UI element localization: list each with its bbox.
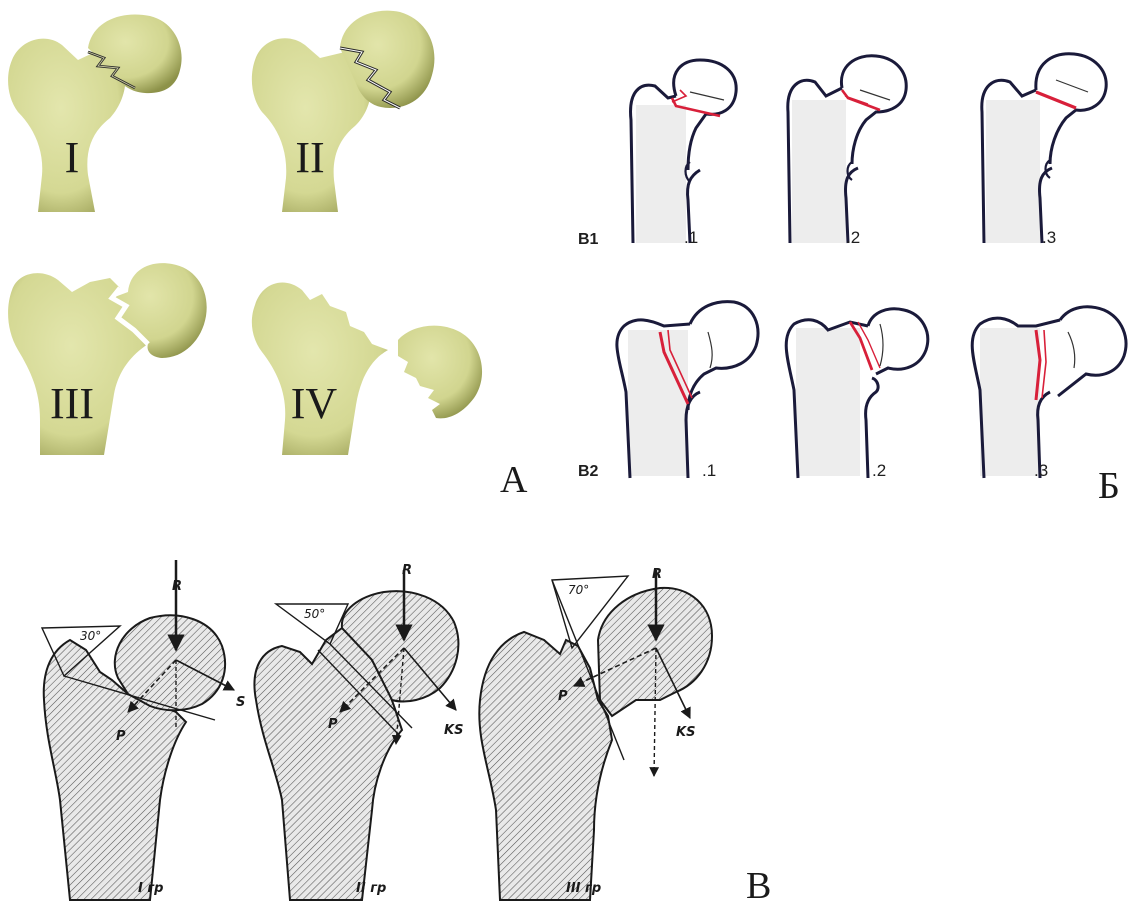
garden-type-2: II	[252, 11, 435, 212]
pauwels-group-1: 30° R P S I гр	[42, 560, 245, 900]
group-caption: III гр	[566, 881, 601, 896]
row-label-b2: B2	[578, 463, 599, 480]
panel-c-letter: В	[746, 865, 771, 907]
force-s-label: S	[236, 695, 245, 710]
type-label: IV	[291, 379, 338, 428]
subtype-label: .3	[1042, 228, 1056, 247]
b2-item-3: .3	[972, 307, 1126, 480]
angle-label: 70°	[568, 583, 589, 597]
force-r-label: R	[652, 567, 662, 582]
subtype-label: .2	[872, 461, 886, 480]
row-label-b1: B1	[578, 231, 599, 248]
garden-type-1: I	[8, 14, 182, 212]
panel-b-letter: Б	[1098, 465, 1120, 507]
subtype-label: .2	[846, 228, 860, 247]
b1-item-1: .1	[631, 60, 737, 247]
subtype-label: .1	[702, 461, 716, 480]
panel-a: I II III IV А	[8, 11, 528, 501]
garden-type-4: IV	[252, 283, 482, 455]
panel-b: .1 .2 .3 B1	[578, 54, 1126, 507]
panel-c: 30° R P S I гр 50° R P KS II гр	[42, 560, 771, 907]
force-r-label: R	[402, 563, 412, 578]
b2-item-1: .1	[617, 302, 758, 480]
type-label: III	[50, 379, 94, 428]
b1-item-2: .2	[788, 56, 906, 247]
angle-label: 30°	[80, 629, 101, 643]
force-p-label: P	[558, 689, 568, 704]
force-p-label: P	[328, 717, 338, 732]
pauwels-group-2: 50° R P KS II гр	[254, 563, 463, 900]
femoral-head	[398, 326, 482, 419]
type-label: II	[295, 133, 324, 182]
subtype-label: .1	[684, 228, 698, 247]
subtype-label: .3	[1034, 461, 1048, 480]
b1-item-3: .3	[982, 54, 1106, 247]
b2-item-2: .2	[786, 309, 928, 480]
type-label: I	[65, 133, 80, 182]
force-s-label: KS	[444, 723, 463, 738]
force-p-label: P	[116, 729, 126, 744]
panel-a-letter: А	[500, 459, 528, 501]
force-r-label: R	[172, 579, 182, 594]
garden-type-3: III	[8, 263, 207, 455]
femur-hatched	[479, 632, 612, 900]
force-s-label: KS	[676, 725, 695, 740]
femur-shaft	[252, 283, 388, 455]
group-caption: II гр	[356, 881, 386, 896]
pauwels-group-3: 70° R P KS III гр	[479, 567, 712, 900]
angle-label: 50°	[304, 607, 325, 621]
group-caption: I гр	[138, 881, 163, 896]
